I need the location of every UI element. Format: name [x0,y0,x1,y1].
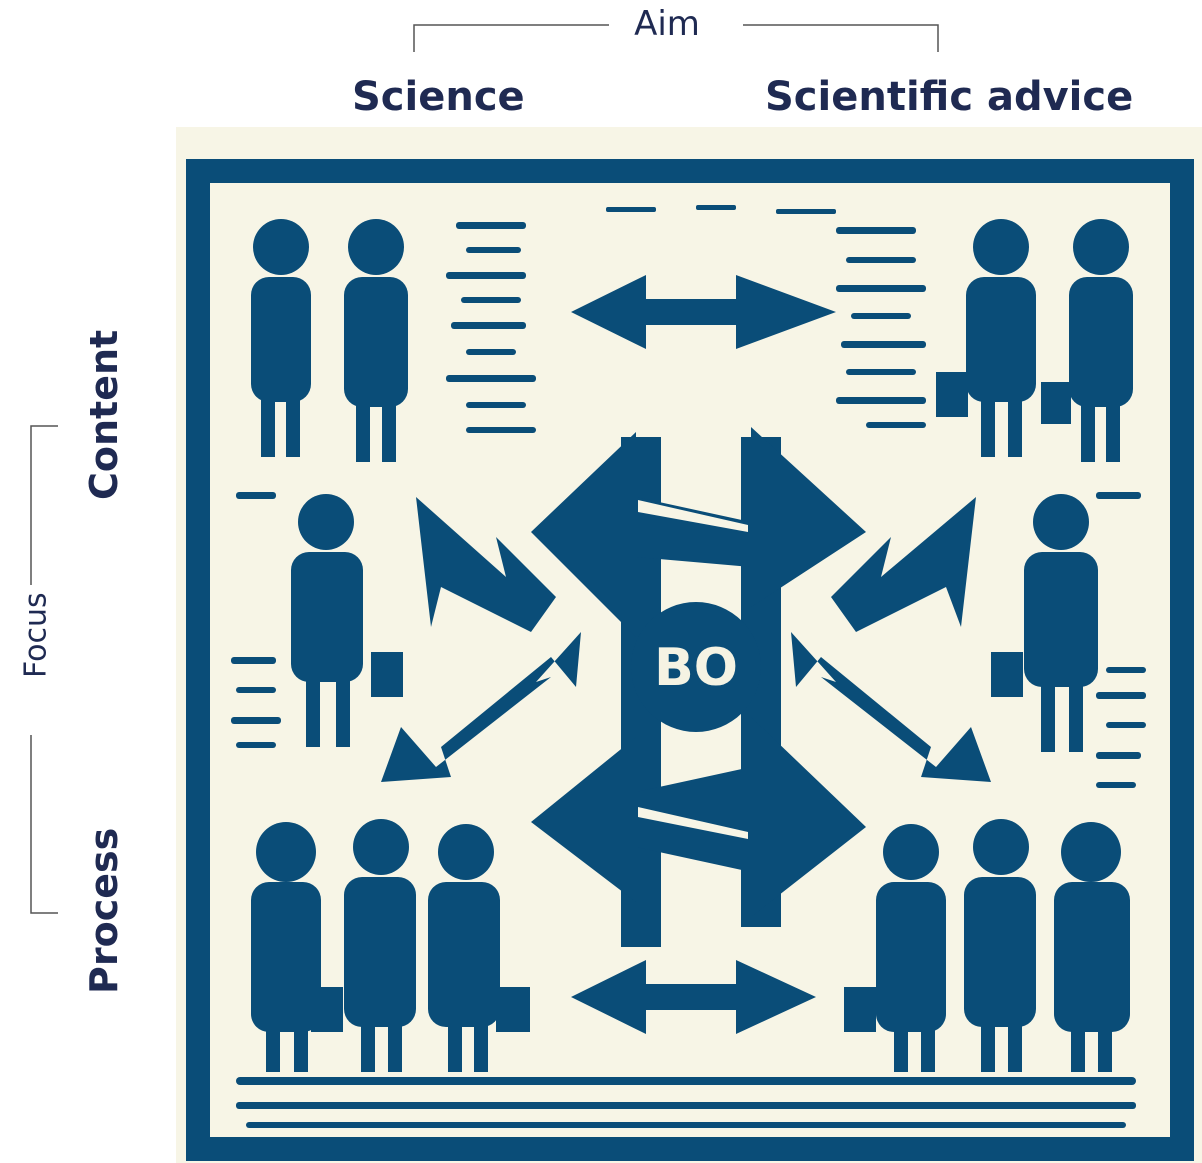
focus-label: Focus [18,592,54,678]
center-label: BO [654,638,738,698]
aim-label: Aim [634,4,700,44]
central-arrow-lower [531,717,866,917]
carving-marks [231,205,1146,1128]
arrow-down-left [381,632,581,782]
people-top-right [936,219,1133,462]
double-arrow-top [571,275,836,349]
people-bottom-right [844,819,1130,1072]
focus-bracket [30,425,58,914]
arrow-up-left [416,497,556,632]
people-bottom-left [251,819,530,1072]
people-top-left [251,219,408,462]
person-mid-left [291,494,403,747]
column-label-science: Science [352,74,525,120]
person-mid-right [991,494,1098,752]
arrow-up-right [831,497,976,632]
central-arrow-upper [531,427,866,637]
aim-bracket [413,24,939,52]
row-label-process: Process [82,827,126,994]
column-label-scientific-advice: Scientific advice [765,74,1134,120]
double-arrow-bottom [571,960,816,1034]
center-circle [631,602,761,732]
woodcut-illustration: BO [176,127,1202,1163]
frame-border [186,159,1194,1161]
arrow-down-right [791,632,991,782]
row-label-content: Content [82,329,126,500]
